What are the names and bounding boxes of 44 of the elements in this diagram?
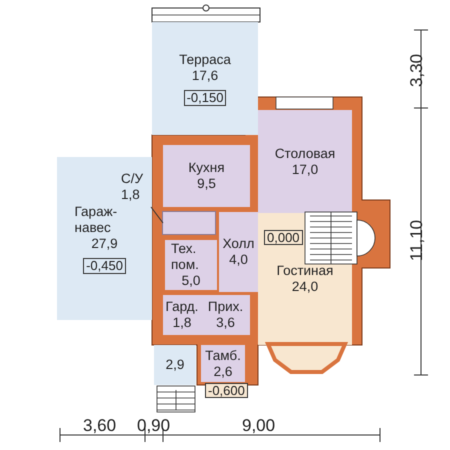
room-area — [152, 22, 258, 135]
room-area — [163, 295, 201, 335]
room-name: Столовая — [274, 146, 336, 162]
room-area — [163, 145, 250, 207]
room-name: 2,9 — [166, 357, 184, 373]
level-mark: -0,150 — [184, 90, 226, 106]
room-name: Гараж- навес — [74, 204, 118, 236]
room-area — [201, 295, 250, 335]
room-area-value: 1,8 — [172, 315, 192, 331]
room-area-value: 5,0 — [182, 273, 200, 289]
room-name: Прих. — [208, 299, 244, 315]
room-name: С/У — [121, 171, 144, 187]
room-name: Тех. пом. — [171, 241, 200, 273]
room-area-value: 17,6 — [192, 68, 218, 84]
room-area-value: 27,9 — [91, 236, 118, 252]
room-area-value: 2,6 — [214, 364, 232, 380]
dimension-value: 11,10 — [408, 220, 426, 262]
room-area — [219, 212, 258, 292]
room-area — [163, 212, 215, 234]
level-mark: 0,000 — [264, 230, 303, 245]
dimension-value: 9,00 — [242, 417, 276, 434]
room-name: Кухня — [188, 160, 225, 176]
level-mark: -0,600 — [205, 383, 248, 398]
room-name: Холл — [222, 236, 254, 252]
room-area-value: 24,0 — [292, 279, 318, 295]
level-mark: -0,450 — [83, 258, 126, 274]
dimension-value: 3,30 — [408, 54, 426, 88]
leader-line — [150, 206, 164, 224]
room-area — [258, 110, 352, 213]
room-name: Терраса — [179, 52, 231, 68]
room-name: Гард. — [166, 299, 198, 315]
room-area-value: 4,0 — [229, 252, 248, 268]
room-area — [57, 157, 152, 320]
dimension-value: 0,90 — [137, 417, 170, 434]
room-area-value: 3,6 — [216, 315, 235, 331]
room-area-value: 1,8 — [121, 187, 140, 203]
room-area-value: 9,5 — [197, 176, 216, 192]
room-area — [201, 345, 245, 382]
room-area — [154, 345, 196, 385]
dimension-value: 3,60 — [83, 417, 116, 434]
room-name: Гостиная — [276, 263, 334, 279]
room-name: Тамб. — [205, 348, 241, 364]
room-area-value: 17,0 — [292, 162, 318, 178]
room-area — [165, 240, 217, 290]
